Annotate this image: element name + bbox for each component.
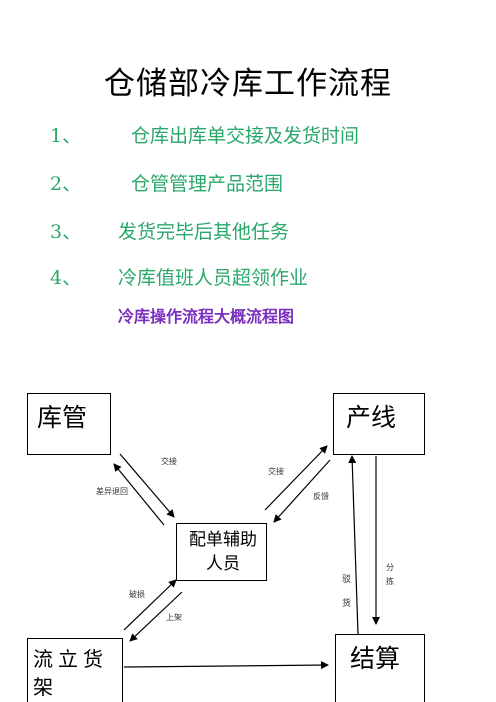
list-item: 4、 冷库值班人员超领作业: [0, 263, 496, 289]
arrow-chanxian-to-peidan: [273, 459, 331, 523]
edge-label-fankui: 反馈: [313, 492, 329, 501]
node-peidan-label: 配单辅助人员: [189, 530, 257, 574]
list-item-text: 仓管管理产品范围: [131, 173, 284, 195]
list-item-text: 发货完毕后其他任务: [118, 221, 290, 243]
edge-label-jiaojie-left: 交接: [161, 457, 177, 466]
arrow-huojia-to-jiesuan: [123, 661, 329, 670]
list-item-number: 4、: [50, 267, 82, 289]
arrow-peidan-to-chanxian: [264, 445, 328, 511]
arrow-peidan-to-kuguan: [113, 463, 165, 526]
edge-label-chayi-tuihui: 差异退回: [96, 487, 128, 496]
arrow-kuguan-to-peidan: [119, 453, 175, 518]
arrow-peidan-to-huojia: [129, 591, 183, 642]
list-item: 1、 仓库出库单交接及发货时间: [0, 121, 496, 147]
node-peidan: 配单辅助人员: [176, 523, 267, 581]
list-item-number: 2、: [50, 173, 82, 195]
node-liulihuojia-label: 流立货架: [33, 647, 108, 699]
diagram-subtitle: 冷库操作流程大概流程图: [118, 307, 295, 326]
node-chanxian-label: 产线: [346, 403, 397, 432]
edge-label-bohuo: 驳货: [342, 575, 352, 609]
node-jiesuan: 结算: [335, 634, 425, 702]
edge-label-fenjian: 分拣: [386, 563, 394, 586]
node-liulihuojia: 流立货架: [27, 638, 123, 702]
arrow-huojia-to-peidan: [123, 579, 177, 631]
edge-label-shangjia: 上架: [166, 613, 182, 622]
node-kuguan: 库管: [27, 393, 111, 455]
page-title: 仓储部冷库工作流程: [104, 66, 392, 102]
edge-label-posun: 破损: [129, 590, 145, 599]
edge-label-jiaojie-right: 交接: [268, 467, 284, 476]
node-jiesuan-label: 结算: [350, 644, 401, 673]
list-item-number: 3、: [50, 221, 82, 243]
list-item-text: 冷库值班人员超领作业: [118, 267, 309, 289]
list-item-number: 1、: [50, 125, 82, 147]
list-item-text: 仓库出库单交接及发货时间: [131, 125, 360, 147]
node-chanxian: 产线: [333, 393, 425, 455]
list-item: 2、 仓管管理产品范围: [0, 169, 496, 195]
list-item: 3、 发货完毕后其他任务: [0, 217, 496, 243]
node-kuguan-label: 库管: [37, 403, 88, 432]
arrow-jiesuan-to-chanxian: [348, 455, 359, 635]
